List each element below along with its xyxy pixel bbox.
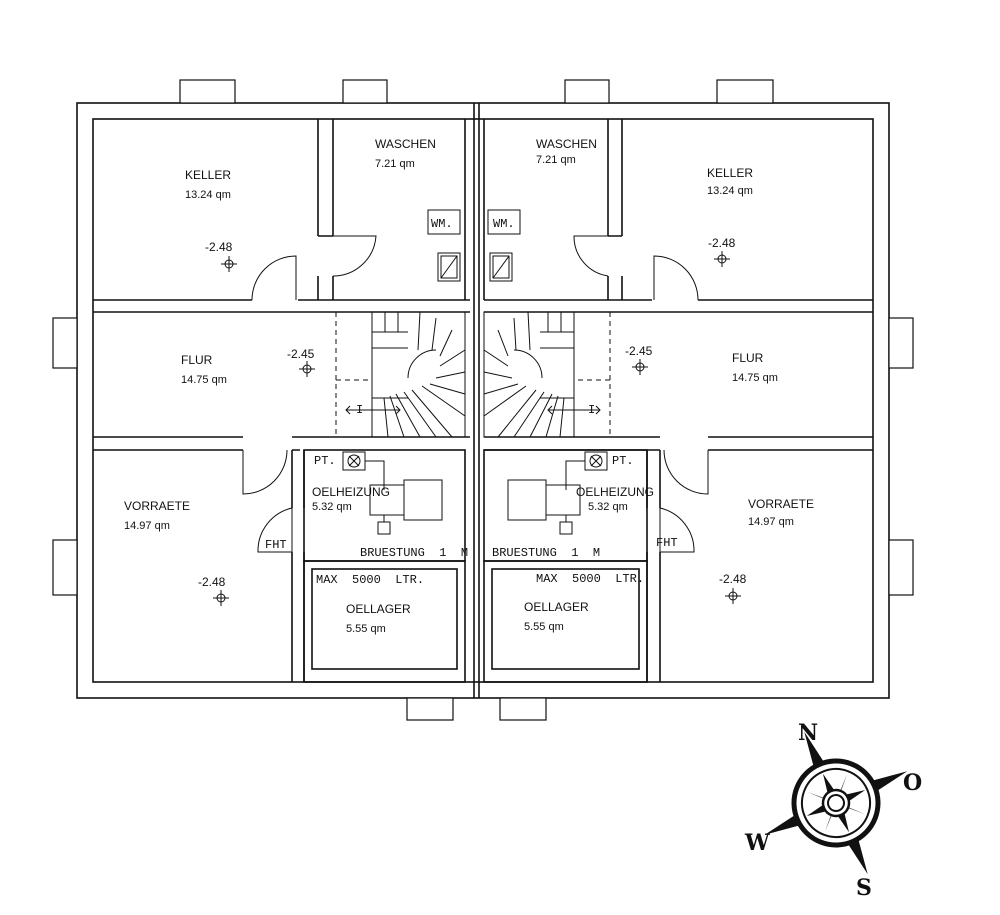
room-name-oellager-left: OELLAGER (346, 602, 411, 616)
compass-n-label: N (798, 720, 818, 746)
party-wall (473, 103, 480, 698)
compass-s-label: S (856, 875, 872, 901)
level-markers (213, 251, 741, 606)
room-name-oelheizung-right: OELHEIZUNG (576, 485, 654, 499)
windows (52, 79, 914, 721)
level-flur-left: -2.45 (287, 347, 315, 361)
wm-label-right: WM. (493, 217, 515, 231)
room-area-oelheizung-left: 5.32 qm (312, 501, 352, 513)
bruestung-right: BRUESTUNG 1 M (492, 546, 600, 560)
level-vorraete-right: -2.48 (719, 572, 747, 586)
pt-label-left: PT. (314, 454, 336, 468)
room-area-flur-right: 14.75 qm (732, 372, 778, 384)
outer-walls (76, 102, 890, 699)
left-unit-walls (93, 119, 470, 683)
compass-w-label: W (744, 830, 770, 856)
right-staircase: I (483, 311, 611, 438)
room-area-keller-left: 13.24 qm (185, 189, 231, 201)
room-name-keller-right: KELLER (707, 166, 753, 180)
oellager-max-right: MAX 5000 LTR. (536, 572, 644, 586)
svg-text:I: I (588, 403, 595, 417)
compass-rose-icon (764, 731, 908, 875)
left-staircase: I (335, 311, 466, 438)
left-fixtures (342, 209, 461, 535)
pt-label-right: PT. (612, 454, 634, 468)
oellager-max-left: MAX 5000 LTR. (316, 573, 424, 587)
room-area-flur-left: 14.75 qm (181, 374, 227, 386)
room-name-oellager-right: OELLAGER (524, 600, 589, 614)
room-area-oelheizung-right: 5.32 qm (588, 501, 628, 513)
room-name-flur-left: FLUR (181, 353, 213, 367)
level-keller-right: -2.48 (708, 236, 736, 250)
svg-text:I: I (356, 403, 363, 417)
fht-label-right: FHT (656, 536, 678, 550)
room-name-oelheizung-left: OELHEIZUNG (312, 485, 390, 499)
wm-label-left: WM. (431, 217, 453, 231)
room-name-vorraete-right: VORRAETE (748, 497, 814, 511)
room-area-oellager-left: 5.55 qm (346, 623, 386, 635)
room-area-keller-right: 13.24 qm (707, 185, 753, 197)
room-area-vorraete-left: 14.97 qm (124, 520, 170, 532)
fht-label-left: FHT (265, 538, 287, 552)
room-area-vorraete-right: 14.97 qm (748, 516, 794, 528)
room-area-waschen-right: 7.21 qm (536, 154, 576, 166)
level-keller-left: -2.48 (205, 240, 233, 254)
left-unit-labels: KELLER 13.24 qm -2.48 WASCHEN 7.21 qm WM… (124, 137, 468, 635)
room-name-waschen-left: WASCHEN (375, 137, 436, 151)
right-unit-labels: KELLER 13.24 qm -2.48 WASCHEN 7.21 qm WM… (492, 137, 814, 633)
level-flur-right: -2.45 (625, 344, 653, 358)
level-vorraete-left: -2.48 (198, 575, 226, 589)
room-area-oellager-right: 5.55 qm (524, 621, 564, 633)
right-unit-walls (483, 119, 873, 683)
room-name-waschen-right: WASCHEN (536, 137, 597, 151)
room-name-vorraete-left: VORRAETE (124, 499, 190, 513)
compass-o-label: O (903, 770, 922, 796)
room-name-flur-right: FLUR (732, 351, 764, 365)
door-swings (242, 235, 709, 553)
right-fixtures (487, 209, 608, 535)
room-name-keller-left: KELLER (185, 168, 231, 182)
bruestung-left: BRUESTUNG 1 M (360, 546, 468, 560)
room-area-waschen-left: 7.21 qm (375, 158, 415, 170)
